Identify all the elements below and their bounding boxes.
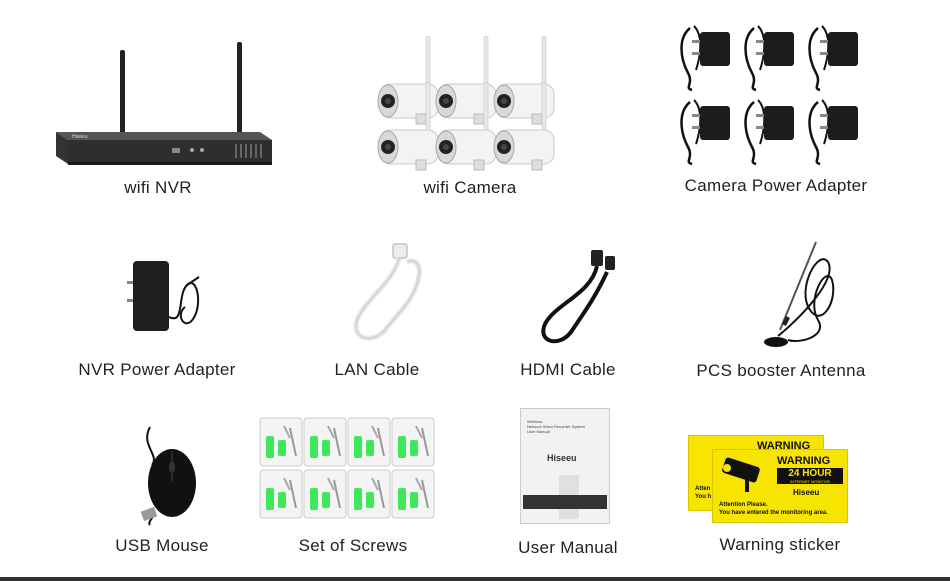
label-wifi-nvr: wifi NVR (124, 178, 192, 197)
antenna-image (764, 241, 835, 347)
label-camera-power-adapter: Camera Power Adapter (684, 176, 868, 195)
sticker-line1: Attention Please. (719, 502, 768, 508)
label-lan-cable: LAN Cable (334, 360, 420, 379)
camera-adapters-image (680, 24, 860, 166)
camera-icon (722, 457, 760, 492)
manual-line-2: Network Video Recorder System (527, 424, 585, 429)
label-hdmi-cable: HDMI Cable (520, 360, 616, 379)
manual-dark-band (523, 495, 607, 509)
sticker-back-line1: Atten (695, 486, 711, 492)
sticker-monitor: INTERNET MONITOR (777, 479, 843, 484)
nvr-adapter-image (127, 261, 200, 331)
label-nvr-power-adapter: NVR Power Adapter (78, 360, 236, 379)
lan-cable-image (353, 243, 422, 341)
sticker-hours: 24 HOUR (777, 468, 843, 479)
nvr-brand-text: Hiseeu (72, 134, 88, 140)
label-usb-mouse: USB Mouse (115, 536, 209, 555)
mouse-image (140, 426, 196, 526)
manual-brand: Hiseeu (547, 453, 577, 463)
manual-cover: Wireless Network Video Recorder System U… (520, 408, 610, 524)
sticker-line2: You have entered the monitoring area. (719, 510, 828, 516)
camera-group-image (377, 35, 555, 171)
label-warning-sticker: Warning sticker (719, 535, 841, 554)
screws-image (259, 417, 435, 519)
sticker-back-line2: You h (695, 494, 712, 500)
hdmi-cable-image (541, 250, 615, 344)
manual-line-3: User Manual (527, 429, 550, 434)
label-pcs-booster-antenna: PCS booster Antenna (696, 361, 866, 380)
sticker-title: WARNING (777, 455, 831, 467)
label-set-of-screws: Set of Screws (298, 536, 408, 555)
sticker-brand: Hiseeu (793, 488, 820, 497)
label-wifi-camera: wifi Camera (423, 178, 517, 197)
manual-title-block: Wireless Network Video Recorder System U… (527, 419, 585, 434)
nvr-image: Hiseeu (56, 42, 272, 165)
manual-line-1: Wireless (527, 419, 543, 424)
label-user-manual: User Manual (518, 538, 618, 557)
sticker-front: WARNING 24 HOUR INTERNET MONITOR Hiseeu … (712, 449, 848, 523)
bottom-divider (0, 577, 950, 581)
